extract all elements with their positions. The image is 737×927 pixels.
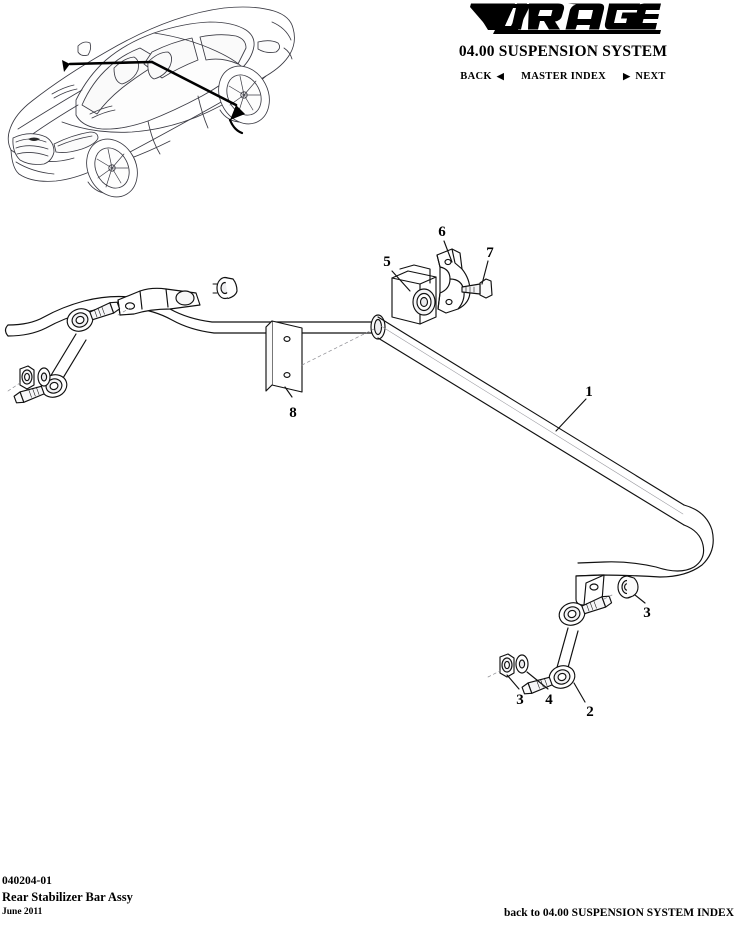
virage-brand-logo: [470, 3, 661, 34]
callout-number-group: 1 2 3 3 4 5 6 7 8: [289, 224, 651, 720]
leader-3-right-lower: [506, 674, 520, 690]
exploded-parts-diagram: 1 2 3 3 4 5 6 7 8: [4, 224, 714, 720]
callout-6: 6: [438, 224, 446, 240]
footer-document-info: 040204-01 Rear Stabilizer Bar Assy June …: [2, 874, 133, 919]
page-header: 04.00 SUSPENSION SYSTEM BACK ◀ MASTER IN…: [393, 0, 737, 82]
leader-7: [481, 260, 489, 285]
callout-leader-lines: [284, 240, 646, 703]
leader-5: [391, 270, 411, 292]
callout-3-right-upper: 3: [643, 605, 651, 621]
document-title: Rear Stabilizer Bar Assy: [2, 889, 133, 904]
nav-back-button[interactable]: BACK: [460, 71, 492, 82]
nav-master-index-button[interactable]: MASTER INDEX: [521, 71, 607, 82]
document-date: June 2011: [2, 907, 43, 918]
leader-4: [526, 671, 549, 690]
callout-7: 7: [486, 245, 494, 261]
page-title: 04.00 SUSPENSION SYSTEM: [458, 43, 668, 60]
leader-8: [284, 386, 293, 398]
callout-2: 2: [586, 704, 594, 720]
leader-2: [573, 682, 586, 703]
callout-1: 1: [585, 384, 593, 400]
back-to-index-link[interactable]: back to 04.00 SUSPENSION SYSTEM INDEX: [503, 907, 734, 919]
leader-1: [555, 398, 587, 432]
vehicle-overview-illustration: [7, 6, 295, 198]
leader-3-right-upper: [634, 594, 646, 604]
next-arrow-icon[interactable]: ▶: [623, 70, 631, 81]
document-number: 040204-01: [2, 874, 52, 887]
location-pointer-arrow: [62, 60, 245, 135]
callout-4: 4: [545, 692, 553, 708]
callout-3-right-lower: 3: [516, 692, 524, 708]
nav-next-button[interactable]: NEXT: [635, 71, 666, 82]
back-arrow-icon[interactable]: ◀: [496, 70, 505, 81]
leader-6: [443, 240, 453, 263]
navigation-bar: BACK ◀ MASTER INDEX ▶ NEXT: [393, 71, 733, 82]
callout-8: 8: [289, 405, 297, 421]
callout-5: 5: [383, 254, 391, 270]
